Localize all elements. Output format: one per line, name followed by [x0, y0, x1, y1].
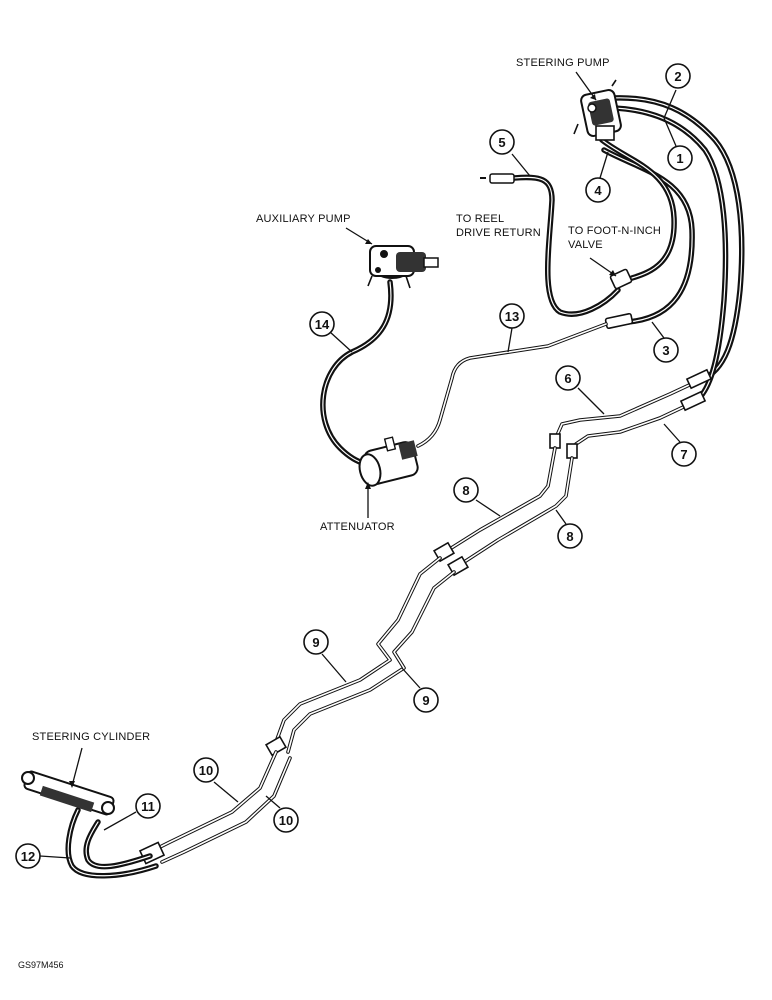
steering-pump: [573, 79, 622, 141]
callout-4-number: 4: [594, 183, 602, 198]
hose-14: [320, 279, 394, 467]
foot-n-inch-fitting: [604, 268, 634, 330]
auxiliary-pump: [367, 245, 439, 289]
callout-1-number: 1: [676, 151, 683, 166]
label-to-foot-group: TO FOOT-N-INCH VALVE: [568, 225, 661, 277]
label-to-foot-1: TO FOOT-N-INCH: [568, 225, 661, 237]
label-attenuator: ATTENUATOR: [320, 521, 395, 533]
callout-11-number: 11: [141, 799, 155, 814]
tube-13: [416, 322, 608, 448]
callout-14: 14: [309, 311, 353, 353]
callout-9a: 9: [303, 629, 347, 683]
hose-3-4-group: [599, 137, 695, 325]
steering-cylinder: [21, 770, 115, 816]
label-auxiliary-pump: AUXILIARY PUMP: [256, 213, 351, 225]
callout-4: 4: [585, 151, 611, 203]
callout-13: 13: [499, 303, 525, 353]
label-steering-cylinder-group: STEERING CYLINDER: [32, 731, 150, 788]
callout-8a-number: 8: [462, 483, 469, 498]
callout-5: 5: [489, 129, 531, 177]
callout-6: 6: [555, 365, 605, 415]
callout-1: 1: [663, 117, 693, 171]
callout-3: 3: [651, 321, 679, 363]
callout-10b-number: 10: [279, 813, 293, 828]
hose-5-fitting: [489, 173, 515, 184]
callout-11: 11: [103, 793, 161, 831]
callout-9a-number: 9: [312, 635, 319, 650]
callout-3-number: 3: [662, 343, 669, 358]
callout-9b: 9: [401, 667, 439, 713]
label-auxiliary-pump-group: AUXILIARY PUMP: [256, 213, 373, 245]
callout-10a-number: 10: [199, 763, 213, 778]
callout-8b-number: 8: [566, 529, 573, 544]
callout-8a: 8: [453, 477, 501, 517]
figure-code: GS97M456: [18, 960, 64, 970]
callout-6-number: 6: [564, 371, 571, 386]
callout-12: 12: [15, 843, 71, 869]
callout-7-number: 7: [680, 447, 687, 462]
tubes-6-7: [549, 368, 713, 459]
leader-steering-pump: [575, 71, 597, 101]
callout-5-number: 5: [498, 135, 505, 150]
callout-2-number: 2: [674, 69, 681, 84]
label-steering-pump-group: STEERING PUMP: [516, 57, 610, 101]
attenuator: [358, 436, 419, 487]
callout-10b: 10: [265, 795, 299, 833]
hose-5: [480, 173, 621, 317]
callout-2: 2: [663, 63, 691, 119]
label-steering-pump: STEERING PUMP: [516, 57, 610, 69]
callout-8b: 8: [555, 509, 583, 549]
callout-9b-number: 9: [422, 693, 429, 708]
tubes-8: [432, 446, 574, 577]
label-to-foot-2: VALVE: [568, 239, 603, 251]
label-steering-cylinder: STEERING CYLINDER: [32, 731, 150, 743]
label-to-reel-1: TO REEL: [456, 213, 504, 225]
tubes-10: [138, 750, 292, 865]
callout-14-number: 14: [315, 317, 330, 332]
label-to-reel-group: TO REEL DRIVE RETURN: [456, 213, 541, 239]
callout-12-number: 12: [21, 849, 35, 864]
label-to-reel-2: DRIVE RETURN: [456, 227, 541, 239]
callout-13-number: 13: [505, 309, 519, 324]
cylinder-hoses-11-12: [65, 807, 159, 879]
label-attenuator-group: ATTENUATOR: [320, 482, 395, 533]
hose-1-2-group: [609, 95, 745, 405]
callout-7: 7: [663, 423, 697, 467]
tubes-9: [264, 556, 456, 757]
callout-10a: 10: [193, 757, 239, 803]
